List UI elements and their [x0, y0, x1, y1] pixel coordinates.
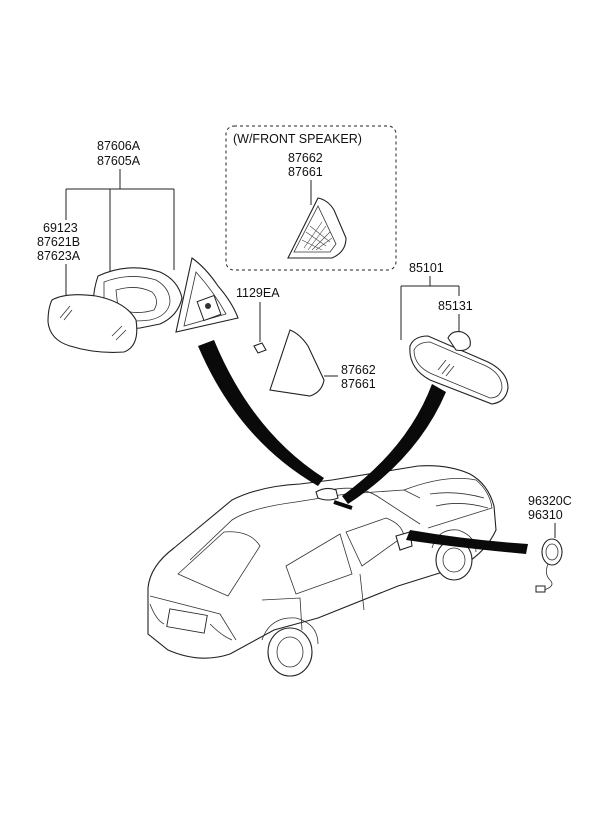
screw-label: 1129EA [236, 286, 280, 300]
speaker-label-lower: 87661 [288, 165, 323, 179]
cover-label-lower: 87661 [341, 377, 376, 391]
inside-mirror-group: 85101 85131 [400, 261, 509, 405]
inside-mirror-label: 85101 [409, 261, 444, 275]
cover-label-upper: 87662 [341, 363, 376, 377]
pointer-arrows [198, 340, 528, 554]
speaker-triangle-cover [287, 197, 347, 259]
speaker-option-box: (W/FRONT SPEAKER) 87662 87661 [225, 125, 397, 271]
mirror-label-upper: 87606A [97, 139, 141, 153]
glass-label-c: 87623A [37, 249, 81, 263]
outside-mirror-group: 87606A 87605A 69123 87621B 87623A [37, 139, 239, 353]
sensor-label-lower: 96310 [528, 508, 563, 522]
triangle-cover: 87662 87661 [269, 329, 376, 397]
sensor-group: 96320C 96310 [528, 494, 572, 593]
speaker-box-title: (W/FRONT SPEAKER) [233, 132, 362, 146]
screw-1129ea: 1129EA [236, 286, 280, 354]
glass-label-a: 69123 [43, 221, 78, 235]
glass-label-b: 87621B [37, 235, 80, 249]
inside-mirror-part-label: 85131 [438, 299, 473, 313]
speaker-label-upper: 87662 [288, 151, 323, 165]
arrow-sensor [406, 530, 528, 554]
sedan-car [147, 465, 497, 677]
arrow-inside-mirror [342, 384, 446, 504]
sensor-label-upper: 96320C [528, 494, 572, 508]
arrow-outside-mirror [198, 340, 324, 486]
mirror-label-lower: 87605A [97, 154, 141, 168]
